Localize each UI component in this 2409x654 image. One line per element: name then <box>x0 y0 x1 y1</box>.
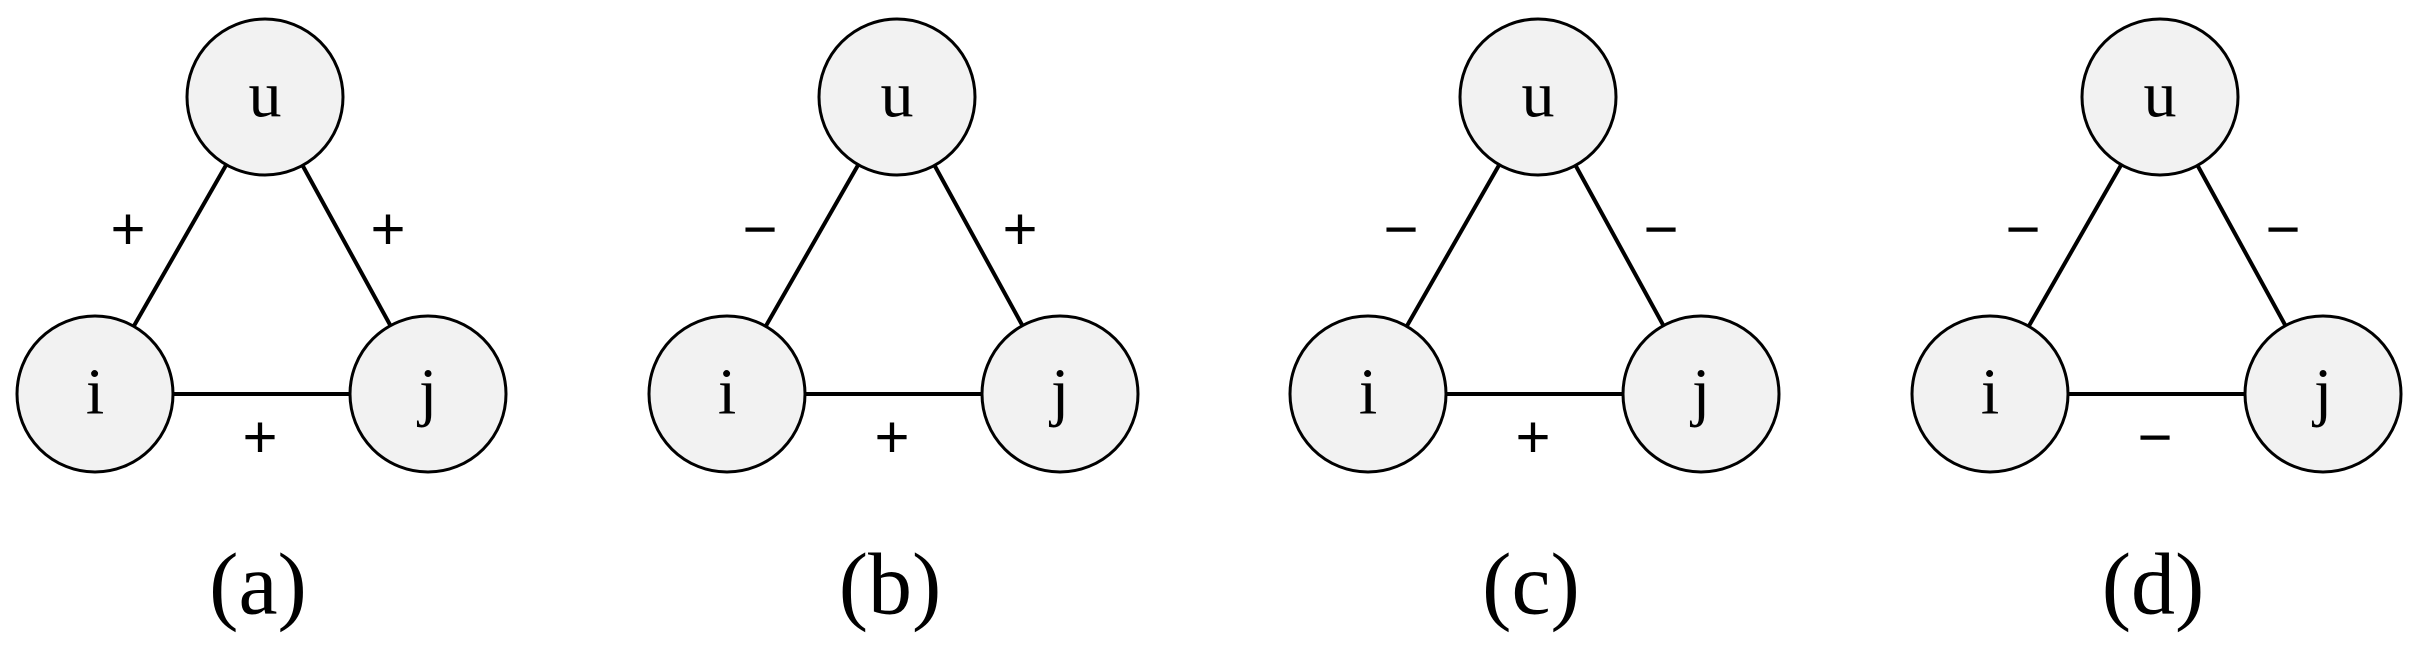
panel-c: u i j − − + (c) <box>1288 17 1781 634</box>
node-i <box>15 314 175 474</box>
node-j <box>980 314 1140 474</box>
node-u-label: u <box>1522 59 1555 132</box>
edge-ij-sign: + <box>242 404 277 471</box>
edge-ij-sign: − <box>2137 404 2172 471</box>
edge-ui <box>764 163 860 328</box>
node-j <box>348 314 508 474</box>
node-j-label: j <box>2312 356 2332 429</box>
edge-uj-sign: − <box>2265 196 2300 263</box>
edge-uj-sign: + <box>370 196 405 263</box>
edge-ui-sign: + <box>110 196 145 263</box>
node-j-label: j <box>1690 356 1710 429</box>
panel-caption: (d) <box>2102 537 2205 634</box>
edge-ui-sign: − <box>2005 196 2040 263</box>
edge-uj <box>1573 164 1666 327</box>
panel-b: u i j − + + (b) <box>647 17 1140 634</box>
node-u <box>1458 17 1618 177</box>
node-i-label: i <box>86 356 104 429</box>
node-u-label: u <box>249 59 282 132</box>
edge-ui-sign: − <box>1383 196 1418 263</box>
edge-uj-sign: − <box>1643 196 1678 263</box>
node-j <box>2243 314 2403 474</box>
edge-ui-sign: − <box>742 196 777 263</box>
panel-d: u i j − − − (d) <box>1910 17 2403 634</box>
node-j-label: j <box>1049 356 1069 429</box>
edge-ui <box>2027 163 2123 328</box>
panel-caption: (a) <box>209 537 307 634</box>
node-i <box>1910 314 2070 474</box>
edge-uj <box>932 164 1025 327</box>
panel-caption: (c) <box>1482 537 1580 634</box>
edge-ui <box>132 163 228 328</box>
node-u <box>2080 17 2240 177</box>
node-u-label: u <box>881 59 914 132</box>
edge-ui <box>1405 163 1501 328</box>
node-j-label: j <box>417 356 437 429</box>
node-u <box>185 17 345 177</box>
node-u-label: u <box>2144 59 2177 132</box>
edge-uj <box>2195 164 2288 327</box>
node-i-label: i <box>1981 356 1999 429</box>
panel-a: u i j + + + (a) <box>15 17 508 634</box>
edge-ij-sign: + <box>1515 404 1550 471</box>
panel-caption: (b) <box>839 537 942 634</box>
node-j <box>1621 314 1781 474</box>
node-i-label: i <box>1359 356 1377 429</box>
node-u <box>817 17 977 177</box>
node-i <box>1288 314 1448 474</box>
edge-uj-sign: + <box>1002 196 1037 263</box>
node-i-label: i <box>718 356 736 429</box>
edge-ij-sign: + <box>874 404 909 471</box>
edge-uj <box>300 164 393 327</box>
node-i <box>647 314 807 474</box>
